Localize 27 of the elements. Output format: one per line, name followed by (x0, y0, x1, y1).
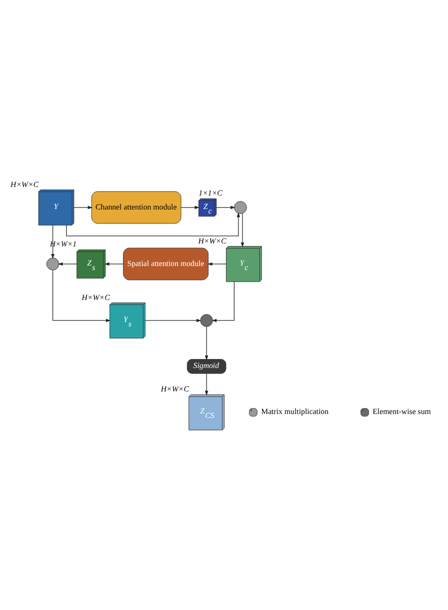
arrow (212, 280, 235, 322)
node-label: H×W×C (10, 179, 39, 188)
node-label: 1×1×C (198, 188, 222, 198)
arrow (51, 224, 54, 258)
node-circle (46, 257, 60, 270)
node-circle (234, 200, 247, 214)
node-box: Channel attention module (91, 190, 182, 224)
node-label: H×W×C (160, 384, 189, 394)
arrow (216, 205, 236, 209)
arrow (52, 269, 111, 322)
legend-label: Matrix multiplication (261, 406, 329, 416)
node-circle (200, 314, 213, 326)
arrow (66, 212, 240, 236)
arrow (204, 372, 208, 395)
node-box: Sigmoid (186, 358, 226, 374)
arrow (144, 318, 202, 322)
legend-label: Element-wise sum (372, 406, 431, 416)
node-label: H×W×C (82, 292, 110, 302)
arrow (58, 262, 78, 266)
arrow (74, 205, 93, 209)
arrow (180, 205, 200, 209)
arrow (204, 326, 208, 360)
arrow (208, 262, 226, 266)
arrow (240, 212, 244, 247)
arrow (104, 262, 124, 266)
node-label: H×W×C (198, 236, 226, 245)
node-box: Spatial attention module (123, 247, 209, 280)
